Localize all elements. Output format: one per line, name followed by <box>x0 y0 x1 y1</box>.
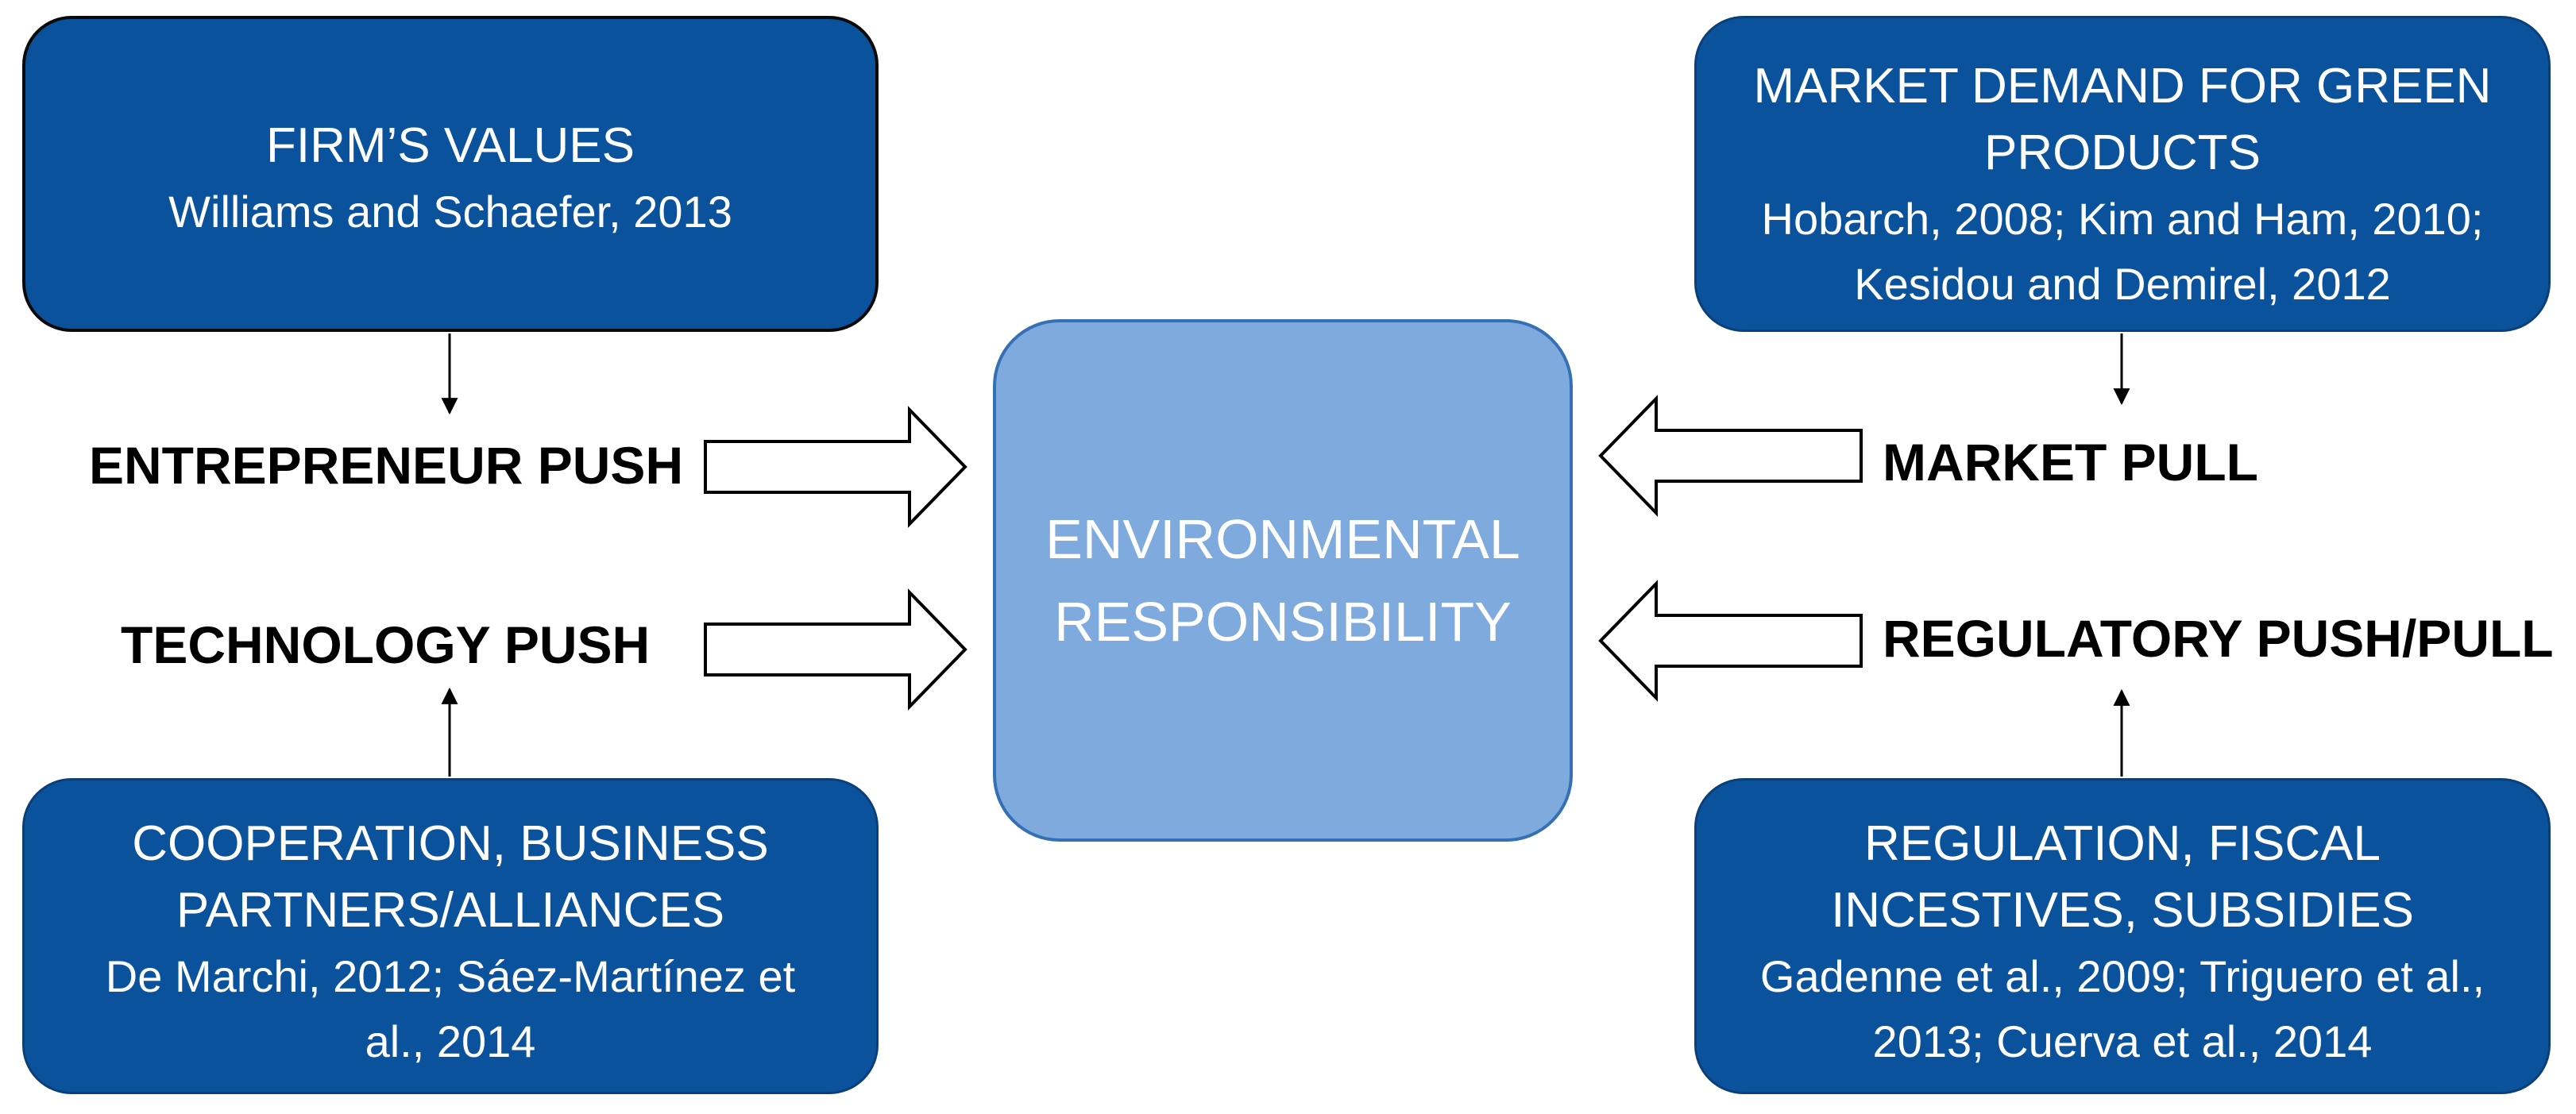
market-pull-label: MARKET PULL <box>1883 433 2258 491</box>
technology-push-label: TECHNOLOGY PUSH <box>121 615 651 674</box>
cooperation-box: COOPERATION, BUSINESS PARTNERS/ALLIANCES… <box>22 778 879 1094</box>
market-pull-block-arrow <box>1598 395 1863 517</box>
center-label-line2: RESPONSIBILITY <box>1054 591 1512 653</box>
entrepreneur-push-block-arrow <box>704 406 967 528</box>
regulatory-push-pull-label: REGULATORY PUSH/PULL <box>1883 609 2554 668</box>
cooperation-citation-line1: De Marchi, 2012; Sáez-Martínez et <box>105 951 796 1001</box>
market-demand-title-line1: MARKET DEMAND FOR GREEN <box>1753 59 2492 114</box>
regulation-citation-line1: Gadenne et al., 2009; Triguero et al., <box>1759 951 2485 1001</box>
cooperation-citation-line2: al., 2014 <box>365 1016 536 1066</box>
firms-values-title: FIRM’S VALUES <box>266 118 635 173</box>
regulation-box: REGULATION, FISCAL INCESTIVES, SUBSIDIES… <box>1694 778 2551 1094</box>
market-demand-citation-line2: Kesidou and Demirel, 2012 <box>1854 259 2391 309</box>
technology-push-block-arrow <box>704 588 967 711</box>
center-label-line1: ENVIRONMENTAL <box>1045 508 1520 570</box>
firms-values-box: FIRM’S VALUES Williams and Schaefer, 201… <box>22 16 879 332</box>
market-demand-box: MARKET DEMAND FOR GREEN PRODUCTS Hobarch… <box>1694 16 2551 332</box>
market-demand-citation-line1: Hobarch, 2008; Kim and Ham, 2010; <box>1761 194 2484 244</box>
market-demand-title-line2: PRODUCTS <box>1984 125 2261 180</box>
regulatory-push-pull-block-arrow <box>1598 580 1863 702</box>
regulation-citation-line2: 2013; Cuerva et al., 2014 <box>1872 1016 2373 1066</box>
entrepreneur-push-label: ENTREPRENEUR PUSH <box>89 436 684 495</box>
environmental-responsibility-box: ENVIRONMENTAL RESPONSIBILITY <box>993 319 1573 842</box>
firms-values-citation: Williams and Schaefer, 2013 <box>168 187 732 237</box>
regulation-title-line2: INCESTIVES, SUBSIDIES <box>1831 883 2414 938</box>
cooperation-title-line1: COOPERATION, BUSINESS <box>132 816 769 871</box>
regulation-title-line1: REGULATION, FISCAL <box>1864 816 2381 871</box>
cooperation-title-line2: PARTNERS/ALLIANCES <box>176 883 725 938</box>
